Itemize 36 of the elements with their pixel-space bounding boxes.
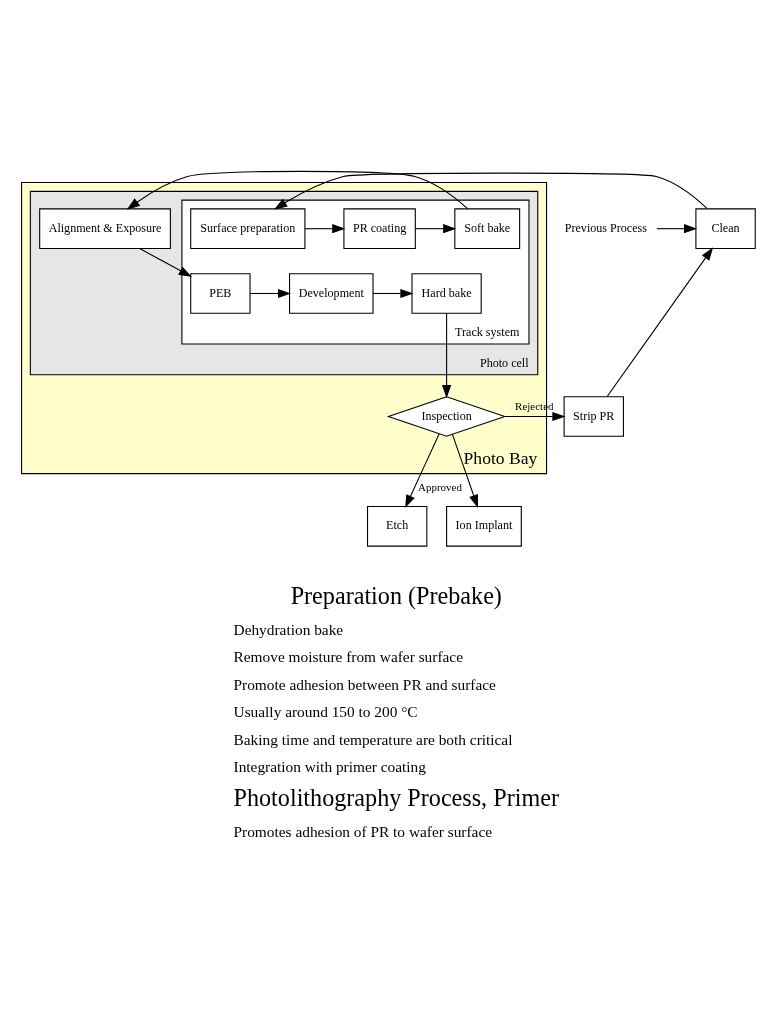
node-box: Hard bake bbox=[411, 272, 482, 314]
label: Promote adhesion between PR and surface bbox=[233, 675, 496, 693]
node-box: PEB bbox=[190, 272, 251, 314]
node-box: Surface preparation bbox=[190, 207, 306, 249]
node-box: Development bbox=[289, 272, 374, 314]
arrow bbox=[274, 172, 708, 210]
node-box: Strip PR bbox=[563, 395, 624, 437]
label: Preparation (Prebake) bbox=[290, 581, 502, 609]
node-box: Ion Implant bbox=[446, 505, 522, 547]
label: Promotes adhesion of PR to wafer surface bbox=[233, 822, 493, 840]
node-text: Previous Process bbox=[564, 220, 647, 235]
arrow bbox=[304, 223, 346, 233]
node-box: Clean bbox=[695, 207, 756, 249]
arrow bbox=[504, 411, 566, 421]
arrow bbox=[606, 246, 714, 397]
arrow bbox=[442, 312, 452, 398]
arrow bbox=[451, 433, 478, 508]
arrow bbox=[656, 223, 698, 233]
arrow bbox=[126, 170, 469, 210]
label: Photolithography Process, Primer bbox=[233, 783, 559, 811]
arrow bbox=[139, 247, 192, 277]
arrow bbox=[372, 288, 414, 298]
arrow bbox=[405, 432, 440, 508]
label: Baking time and temperature are both critical bbox=[233, 730, 513, 748]
label: Dehydration bake bbox=[233, 620, 344, 638]
arrow bbox=[249, 288, 292, 298]
label: Integration with primer coating bbox=[233, 757, 426, 775]
label: Remove moisture from wafer surface bbox=[233, 647, 463, 665]
edge-label: Approved bbox=[418, 480, 462, 493]
node-box: Alignment & Exposure bbox=[39, 207, 171, 249]
node-diamond: Inspection bbox=[386, 395, 507, 437]
node-box: Soft bake bbox=[454, 207, 521, 249]
arrow bbox=[414, 223, 457, 233]
label: Usually around 150 to 200 °C bbox=[233, 702, 418, 720]
node-box: Etch bbox=[366, 505, 428, 547]
node-box: PR coating bbox=[343, 207, 416, 249]
